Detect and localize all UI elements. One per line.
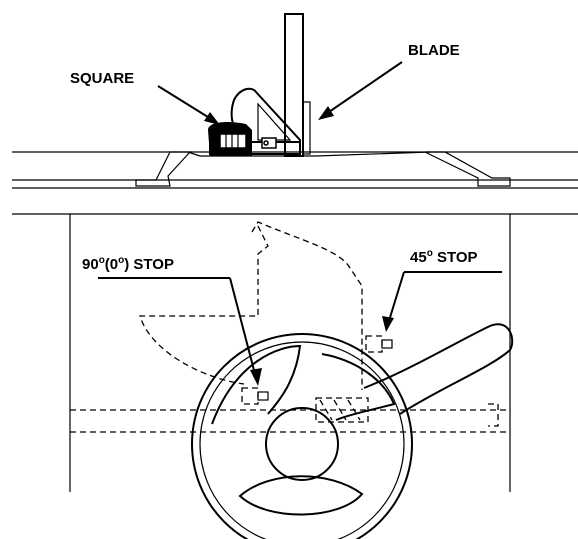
insert-plate	[187, 151, 431, 157]
handwheel-spoke-left	[211, 344, 302, 425]
top-view: SQUARE BLADE	[12, 13, 578, 189]
stop-45-screw	[365, 335, 393, 353]
front-view: 90o(0o) STOP 45o STOP	[12, 213, 578, 539]
square-leader-line	[157, 85, 217, 123]
handwheel-spoke-bottom	[238, 475, 364, 516]
stop-90-leader-line	[229, 277, 257, 379]
handwheel-hub	[265, 407, 339, 481]
stop-90-arrowhead	[250, 368, 262, 386]
tilt-lock-arm	[363, 323, 514, 415]
combination-square	[208, 87, 301, 156]
stop-90-label: 90o(0o) STOP	[82, 255, 174, 273]
stop-45-leader-line	[387, 271, 405, 325]
square-level-vial	[261, 137, 277, 149]
hidden-trunnion-top	[251, 221, 363, 390]
handwheel	[191, 333, 413, 539]
blade-arbor	[302, 101, 311, 155]
blade-label: BLADE	[408, 42, 460, 59]
hidden-rail-end	[488, 403, 499, 427]
blade-leader-line	[325, 61, 403, 115]
handwheel-spoke-right	[321, 353, 396, 421]
square-arrowhead	[204, 112, 220, 125]
right-slot	[424, 151, 511, 187]
stop-45-label: 45o STOP	[410, 248, 478, 266]
stop-45-arrowhead	[382, 316, 394, 332]
handwheel-inner-rim	[199, 341, 405, 539]
square-knob-face	[219, 133, 247, 149]
blade-arrowhead	[318, 106, 334, 120]
left-slot	[135, 151, 192, 187]
stop-90-screw	[241, 387, 269, 405]
hidden-trunnion-arc	[139, 225, 269, 385]
square-label: SQUARE	[70, 70, 134, 87]
hidden-gear-segment	[315, 397, 369, 423]
handwheel-outer-rim	[191, 333, 413, 539]
saw-blade	[284, 13, 304, 157]
square-head	[230, 87, 301, 155]
